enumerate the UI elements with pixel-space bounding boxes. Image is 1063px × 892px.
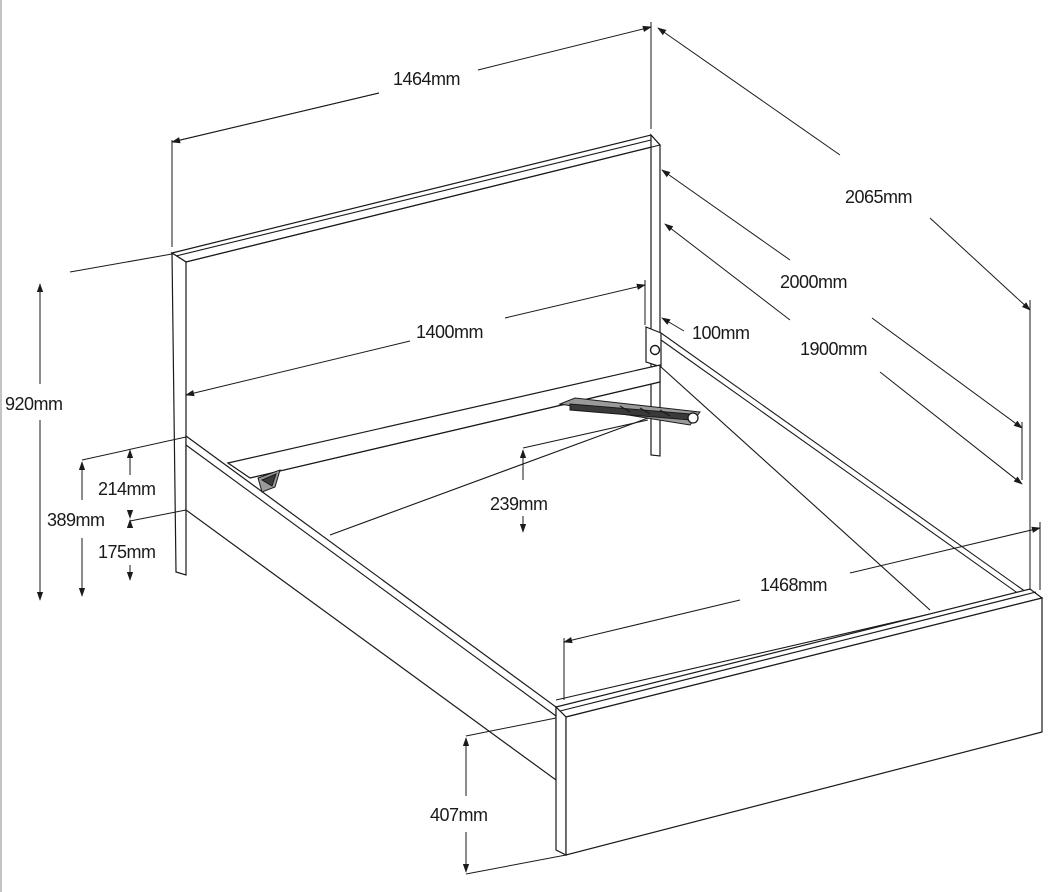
side-rail-right xyxy=(660,332,1027,611)
label-headboard-width: 1464mm xyxy=(393,69,460,89)
headboard xyxy=(170,133,662,576)
label-ground-clearance: 175mm xyxy=(98,542,156,562)
label-headboard-thickness: 100mm xyxy=(692,323,750,343)
label-footboard-height: 407mm xyxy=(430,805,488,825)
side-rail-left xyxy=(185,434,557,782)
label-frame-length: 2000mm xyxy=(780,272,847,292)
label-inner-width: 1400mm xyxy=(416,322,483,342)
label-slat-depth: 239mm xyxy=(490,494,548,514)
label-total-height: 920mm xyxy=(5,394,63,414)
bed-frame xyxy=(170,133,1044,856)
dimension-lines xyxy=(36,22,1041,875)
label-frame-height: 389mm xyxy=(47,510,105,530)
footboard xyxy=(554,588,1044,856)
corner-bracket xyxy=(257,469,281,493)
center-bracket xyxy=(558,397,701,426)
dimension-labels: 1464mm 2065mm 2000mm 100mm 1900mm 1400mm… xyxy=(5,69,913,825)
label-total-length: 2065mm xyxy=(845,187,912,207)
label-mattress-length: 1900mm xyxy=(800,339,867,359)
slat-beam xyxy=(226,364,1027,701)
label-side-rail-height: 214mm xyxy=(98,479,156,499)
label-footboard-width: 1468mm xyxy=(760,575,827,595)
